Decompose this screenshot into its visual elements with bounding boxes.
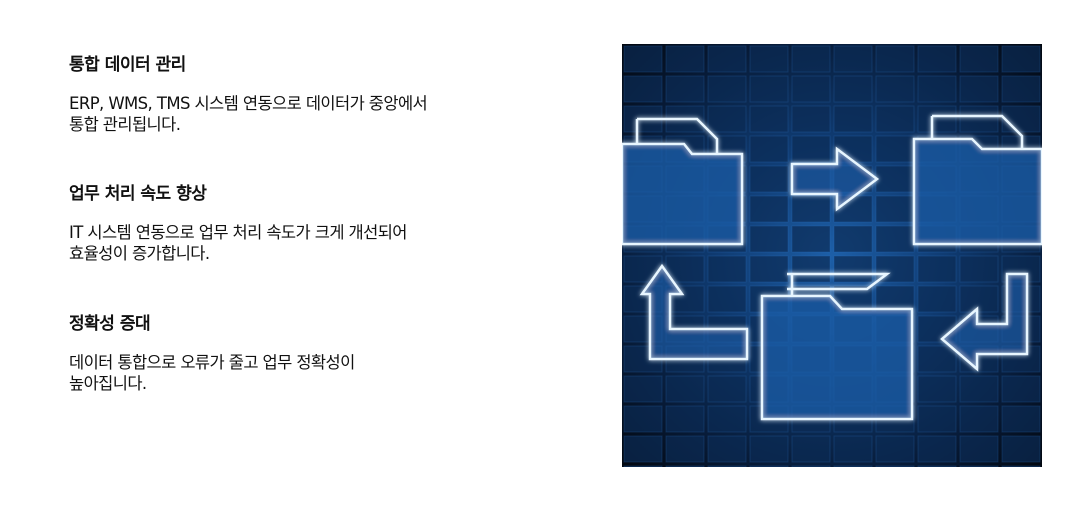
feature-title: 업무 처리 속도 향상 (69, 184, 207, 204)
description-line: ERP, WMS, TMS 시스템 연동으로 데이터가 중앙에서 (69, 94, 428, 113)
folder-icon (912, 114, 1042, 246)
feature-accuracy: 정확성 증대 데이터 통합으로 오류가 줄고 업무 정확성이 높아집니다. (69, 313, 539, 394)
description-line: 높아집니다. (69, 374, 147, 393)
description-line: 효율성이 증가합니다. (69, 244, 210, 263)
arrow-return-icon (940, 272, 1029, 372)
feature-data-integration: 통합 데이터 관리 ERP, WMS, TMS 시스템 연동으로 데이터가 중앙… (69, 54, 539, 135)
description-line: 통합 관리됩니다. (69, 115, 181, 134)
arrow-right-icon (790, 146, 880, 212)
arrow-up-icon (639, 263, 749, 361)
feature-speed: 업무 처리 속도 향상 IT 시스템 연동으로 업무 처리 속도가 크게 개선되… (69, 183, 539, 264)
feature-title: 통합 데이터 관리 (69, 55, 186, 75)
folder-icon (622, 117, 744, 246)
feature-title: 정확성 증대 (69, 314, 151, 334)
description-line: 데이터 통합으로 오류가 줄고 업무 정확성이 (69, 353, 355, 372)
feature-description: 데이터 통합으로 오류가 줄고 업무 정확성이 높아집니다. (69, 352, 539, 394)
folder-icon (760, 272, 914, 421)
feature-description: ERP, WMS, TMS 시스템 연동으로 데이터가 중앙에서 통합 관리됩니… (69, 93, 539, 135)
data-exchange-illustration (622, 44, 1042, 467)
feature-description: IT 시스템 연동으로 업무 처리 속도가 크게 개선되어 효율성이 증가합니다… (69, 222, 539, 264)
description-line: IT 시스템 연동으로 업무 처리 속도가 크게 개선되어 (69, 223, 407, 242)
